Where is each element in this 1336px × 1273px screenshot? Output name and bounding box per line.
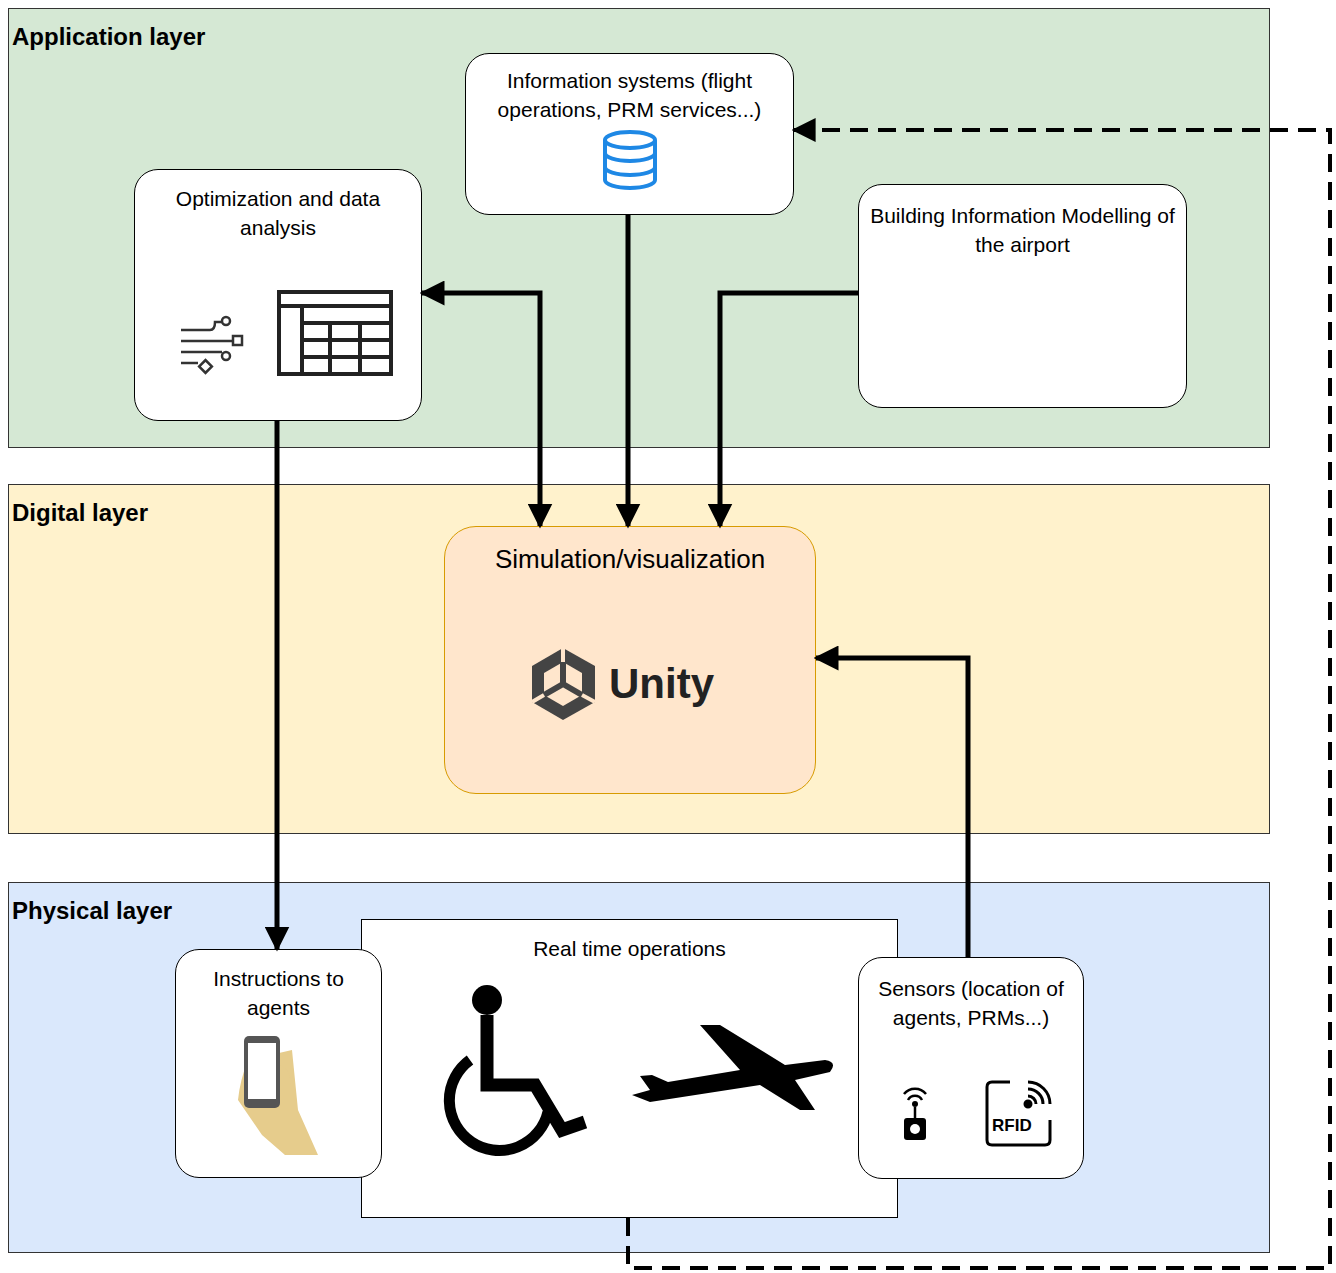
airplane-icon xyxy=(632,1025,833,1110)
rfid-icon xyxy=(987,1082,1050,1145)
logo-text: Unity xyxy=(609,660,714,708)
box-label: Simulation/visualization xyxy=(453,541,807,577)
table-icon xyxy=(279,292,391,374)
operations-box: Real time operations xyxy=(361,919,898,1218)
sensor-box: Sensors (location of agents, PRMs...) xyxy=(858,957,1084,1179)
sensor-icon xyxy=(904,1089,926,1140)
unity-logo xyxy=(532,648,595,720)
process-box: Optimization and data analysis xyxy=(134,169,422,421)
layer-title: Application layer xyxy=(12,23,205,51)
box-label: Instructions to agents xyxy=(184,964,373,1023)
database-icon xyxy=(605,132,655,188)
box-label: Optimization and data analysis xyxy=(143,184,413,243)
data-connector xyxy=(626,215,631,526)
layer-title: Digital layer xyxy=(12,499,148,527)
data-connector xyxy=(422,293,540,526)
box-label: Sensors (location of agents, PRMs...) xyxy=(867,974,1075,1033)
data-connector xyxy=(720,293,858,526)
process-box: Instructions to agents xyxy=(175,949,382,1178)
feedback-connector xyxy=(628,130,1330,1268)
layer-band: Application layerOptimization and data a… xyxy=(8,8,1270,448)
box-label: Information systems (flight operations, … xyxy=(474,66,785,125)
box-label: Real time operations xyxy=(370,934,889,963)
rfid-label: RFID xyxy=(992,1116,1032,1136)
process-box: Information systems (flight operations, … xyxy=(465,53,794,215)
box-label: Building Information Modelling of the ai… xyxy=(867,201,1178,260)
process-box: Building Information Modelling of the ai… xyxy=(858,184,1187,408)
simulation-box: Simulation/visualizationUnity xyxy=(444,526,816,794)
wheelchair-icon xyxy=(449,985,585,1150)
flow-icon xyxy=(181,317,242,373)
layer-band: Physical layerReal time operationsInstru… xyxy=(8,882,1270,1253)
phone-hand-icon xyxy=(238,1036,318,1155)
data-connector xyxy=(275,421,280,949)
layer-title: Physical layer xyxy=(12,897,172,925)
data-connector xyxy=(816,658,968,957)
layer-band: Digital layerSimulation/visualizationUni… xyxy=(8,484,1270,834)
